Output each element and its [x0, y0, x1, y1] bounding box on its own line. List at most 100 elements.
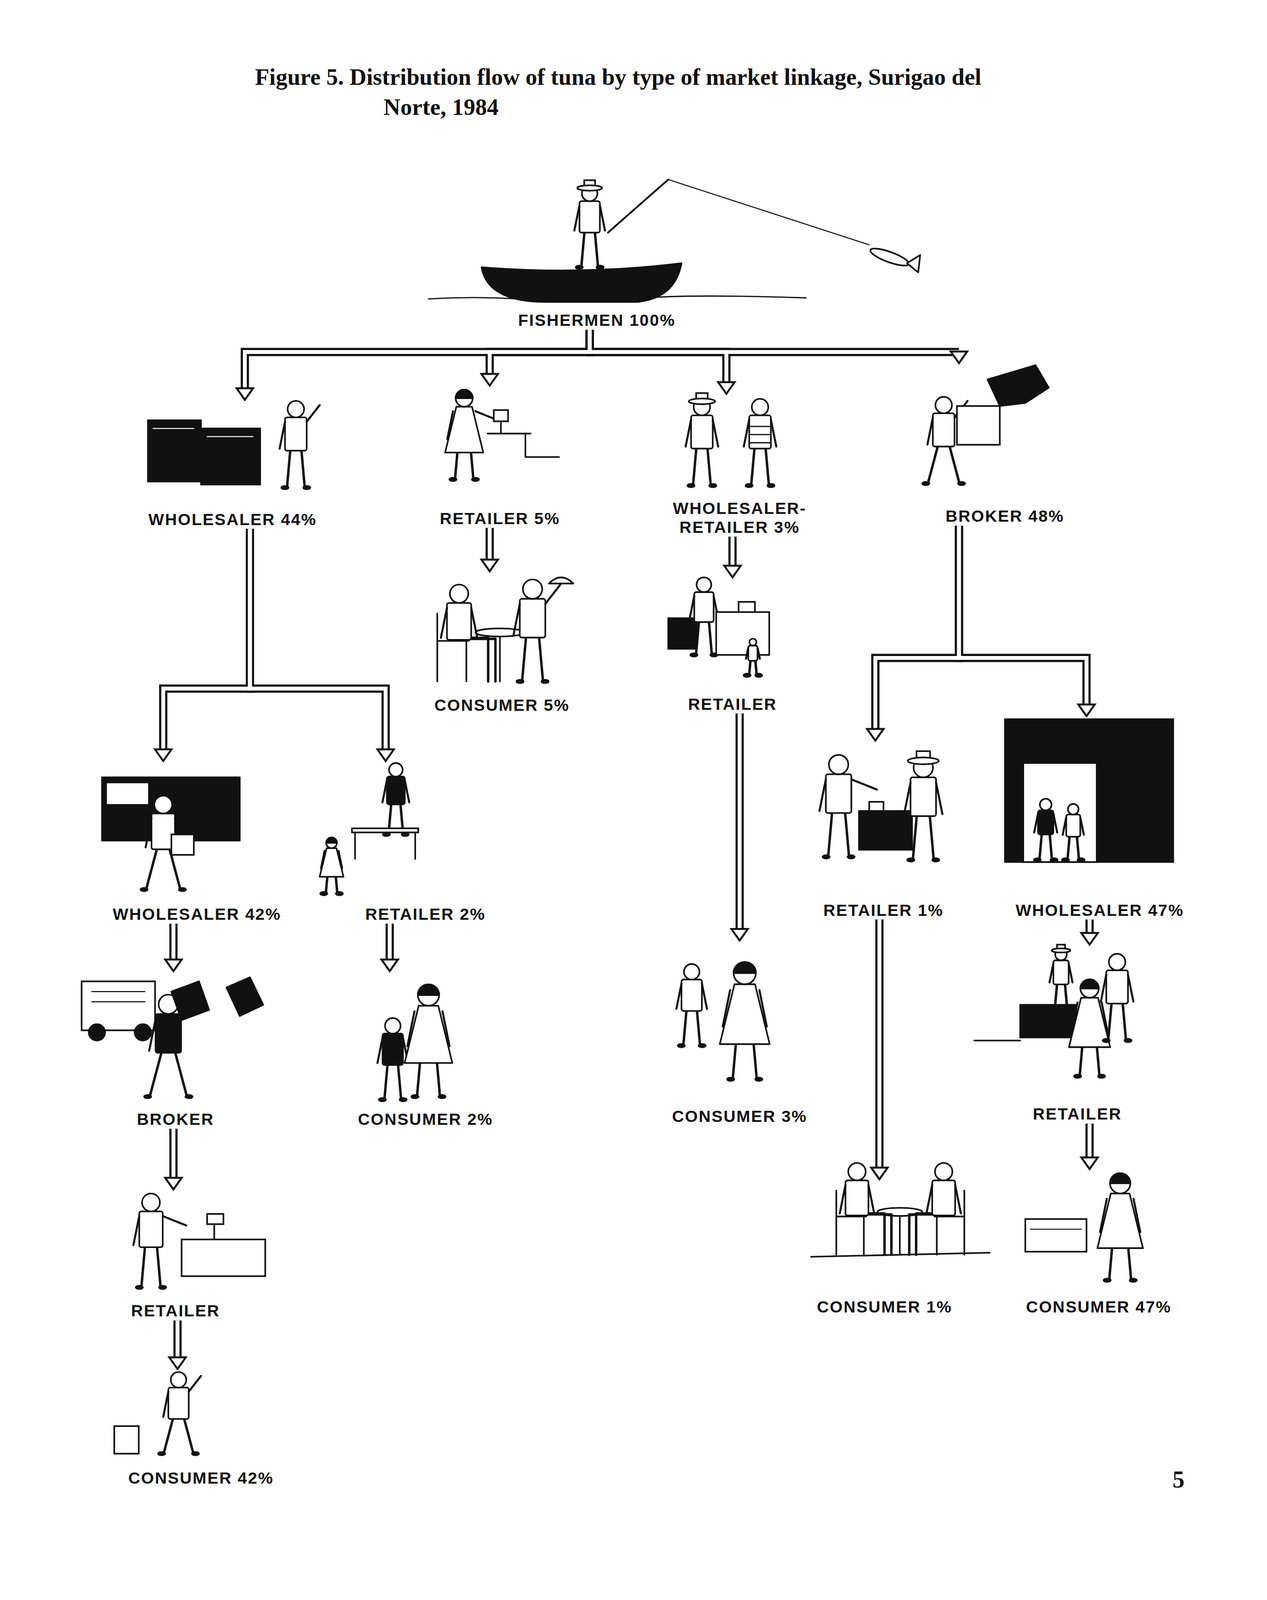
figure-line	[702, 983, 708, 1010]
figure-line	[765, 446, 770, 486]
arrow-head	[377, 749, 394, 762]
flow-arrow-core	[959, 525, 1087, 705]
figure-shape	[383, 833, 391, 837]
figure-shape	[401, 833, 409, 837]
figure-shape	[720, 984, 770, 1044]
figure-line	[1067, 834, 1071, 861]
figure-line	[948, 444, 960, 484]
figure-line	[1133, 1199, 1141, 1233]
market-stage: RETAILER 5%	[423, 385, 577, 528]
figure-head	[1109, 1173, 1131, 1194]
arrow-head	[724, 565, 741, 578]
market-stage: CONSUMER 3%	[664, 940, 816, 1126]
figure-line	[1049, 832, 1052, 861]
figure-line	[145, 818, 152, 848]
figure-line	[306, 404, 321, 422]
figure-shape	[957, 405, 1000, 445]
figure-line	[935, 1216, 938, 1255]
figure-line	[1101, 1002, 1108, 1033]
figure-head	[848, 1163, 866, 1181]
figure-shape	[445, 406, 484, 453]
figure-line	[384, 1062, 388, 1100]
figure-shape	[1080, 979, 1099, 989]
figure-line	[377, 1037, 383, 1063]
figure-shape	[1023, 763, 1097, 863]
flow-arrow-core	[877, 919, 882, 1169]
figure-shape	[168, 1387, 189, 1420]
stage-label: RETAILER 5%	[437, 509, 562, 529]
figure-shape	[455, 389, 473, 399]
figure-shape	[106, 782, 149, 805]
flow-arrow	[875, 919, 884, 1169]
stage-label: CONSUMER 47%	[1024, 1297, 1174, 1317]
figure-line	[498, 636, 501, 682]
figure-line	[320, 850, 325, 869]
figure-line	[499, 421, 502, 434]
figure-shape	[745, 483, 754, 488]
figure-line	[851, 779, 878, 790]
figure-line	[707, 446, 711, 486]
figure-shape	[709, 483, 717, 488]
market-stage: BROKER 48%	[928, 363, 1082, 526]
figure-shape	[1066, 814, 1081, 837]
figure-shape	[974, 1039, 1021, 1042]
figure-line	[188, 1376, 201, 1392]
figure-head	[449, 584, 469, 604]
flow-arrow-core	[387, 923, 392, 960]
figure-shape	[1109, 1173, 1131, 1184]
stage-label: RETAILER	[128, 1301, 222, 1321]
figure-line	[162, 1216, 187, 1226]
figure-head	[154, 795, 173, 814]
figure-head	[934, 1163, 953, 1181]
figure-shape	[155, 1013, 182, 1053]
figure-line	[608, 179, 669, 233]
figure-shape	[519, 598, 546, 638]
figure-shape	[932, 413, 955, 447]
figure-line	[91, 1001, 145, 1003]
figure-shape	[447, 603, 472, 641]
figure-head	[935, 396, 952, 414]
market-stage: RETAILER 1%	[815, 740, 952, 920]
flow-arrow	[489, 329, 590, 374]
figure-line	[927, 417, 933, 445]
figure-line	[447, 411, 454, 439]
figure-head	[751, 399, 769, 416]
figure-line	[338, 850, 342, 869]
figure-head	[696, 577, 712, 593]
market-stage: RETAILER	[88, 1189, 263, 1321]
figure-shape	[694, 592, 714, 623]
figure-shape	[1065, 1008, 1074, 1012]
stage-label: WHOLESALER-RETAILER 3%	[659, 498, 819, 537]
market-stage: WHOLESALER-RETAILER 3%	[654, 393, 825, 537]
figure-head	[1067, 803, 1079, 815]
figure-head	[170, 1372, 187, 1388]
figure-line	[696, 1009, 701, 1046]
figure-shape	[754, 673, 763, 677]
stage-label: CONSUMER 2%	[355, 1109, 496, 1129]
figure-line	[1034, 813, 1039, 833]
arrow-head	[1081, 932, 1098, 945]
figure-shape	[303, 485, 311, 490]
flow-arrow	[735, 713, 744, 930]
figure-shape	[449, 478, 457, 482]
figure-head	[88, 1024, 106, 1041]
figure-line	[708, 620, 712, 656]
fish	[868, 245, 911, 270]
market-stage: WHOLESALER 42%	[95, 761, 300, 924]
figure-shape	[698, 1043, 706, 1048]
figure-line	[141, 1245, 146, 1288]
flow-arrow-core	[737, 713, 742, 930]
stage-label: RETAILER	[1030, 1104, 1124, 1124]
stage-label: CONSUMER 5%	[432, 695, 572, 715]
market-stage: CONSUMER 2%	[350, 971, 501, 1129]
stage-label: RETAILER 2%	[363, 904, 488, 924]
figure-shape	[690, 415, 713, 450]
figure-line	[183, 1416, 194, 1454]
figure-shape	[575, 265, 583, 270]
flow-arrow	[173, 1320, 182, 1358]
arrow-head	[381, 959, 399, 972]
arrow-heads	[155, 351, 1098, 1370]
figure-line	[407, 1011, 415, 1047]
